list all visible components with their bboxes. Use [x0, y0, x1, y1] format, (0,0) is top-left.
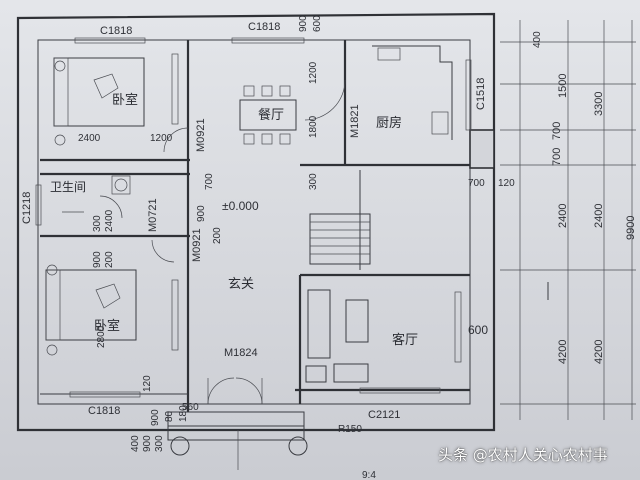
dim-700-right: 700: [468, 178, 485, 189]
outer-walls: [16, 12, 496, 432]
room-label-bathroom: 卫生间: [50, 180, 86, 194]
sofa-set: [305, 289, 369, 383]
room-label-kitchen: 厨房: [376, 115, 402, 131]
dim-1200-b: 1200: [308, 61, 319, 84]
dim-right-400: 400: [532, 31, 543, 48]
dim-right-4200b: 4200: [593, 340, 605, 364]
bathroom-fixtures: [62, 175, 131, 213]
dim-1200-a: 1200: [150, 133, 173, 144]
dim-right-partial: 9:4: [362, 470, 376, 480]
dim-700-mid: 700: [204, 173, 215, 190]
dim-900-mid: 900: [196, 205, 207, 222]
dim-right-3300: 3300: [593, 92, 605, 116]
bed-lower: [45, 264, 137, 356]
window-label-c1818-top-left: C1818: [100, 25, 132, 37]
room-label-bedroom-lower: 卧室: [94, 318, 120, 334]
door-label-m0921-lower: M0921: [191, 228, 203, 262]
dim-right-2400: 2400: [557, 204, 569, 228]
step-radius-label: R150: [338, 424, 362, 435]
dining-table: [239, 85, 297, 145]
doors: [99, 79, 346, 405]
room-label-dining: 餐厅: [258, 107, 284, 123]
dim-900-top: 900: [298, 15, 309, 32]
dim-right-9900: 9900: [625, 216, 637, 240]
dim-200-bed: 200: [104, 251, 115, 268]
door-label-m0921: M0921: [195, 118, 207, 152]
staircase: [309, 213, 371, 265]
dim-2800: 2800: [96, 325, 107, 348]
dim-2400: 2400: [78, 133, 101, 144]
dim-120-bot: 120: [142, 375, 153, 392]
window-label-c1518: C1518: [475, 78, 487, 110]
windows: [35, 37, 472, 398]
kitchen-counter: [372, 45, 453, 140]
dim-right-4200: 4200: [557, 340, 569, 364]
dim-2400-bath: 2400: [104, 209, 115, 232]
dim-300-bot: 300: [154, 435, 165, 452]
dim-120-right: 120: [498, 178, 515, 189]
dim-180: 180: [178, 405, 189, 422]
dim-300-a: 300: [308, 173, 319, 190]
dim-right-700: 700: [551, 122, 563, 140]
door-label-m1824: M1824: [224, 347, 258, 359]
room-label-living: 客厅: [392, 332, 418, 348]
window-label-c2121: C2121: [368, 409, 400, 421]
dim-600-top: 600: [312, 15, 323, 32]
bed-upper: [53, 57, 145, 146]
dim-right-700b: 700: [551, 148, 563, 166]
dim-600-right: 600: [468, 323, 488, 337]
window-label-c1218: C1218: [21, 192, 33, 224]
right-dimension-lines: [500, 20, 636, 420]
window-label-c1818-top-mid: C1818: [248, 21, 280, 33]
entrance-steps: [167, 411, 308, 470]
door-label-m0721: M0721: [147, 198, 159, 232]
dim-900-bed: 900: [92, 251, 103, 268]
door-label-m1821: M1821: [349, 104, 361, 138]
dim-300-bath: 300: [92, 215, 103, 232]
dim-right-2400b: 2400: [593, 204, 605, 228]
dim-560: 560: [182, 402, 199, 413]
dim-1800: 1800: [308, 115, 319, 138]
watermark: 头条 @农村人关心农村事: [438, 446, 608, 464]
room-label-entry: 玄关: [228, 277, 254, 292]
dim-80: 80: [164, 410, 175, 422]
dim-200: 200: [212, 227, 223, 244]
floor-level-mark: ±0.000: [222, 199, 259, 213]
room-label-bedroom-upper: 卧室: [112, 92, 138, 108]
window-label-c1818-bottom: C1818: [88, 405, 120, 417]
dim-right-1500: 1500: [557, 74, 569, 98]
dim-400-bot: 400: [130, 435, 141, 452]
dim-900-bot2: 900: [142, 435, 153, 452]
interior-walls: [40, 40, 470, 412]
dim-900-bot: 900: [150, 409, 161, 426]
